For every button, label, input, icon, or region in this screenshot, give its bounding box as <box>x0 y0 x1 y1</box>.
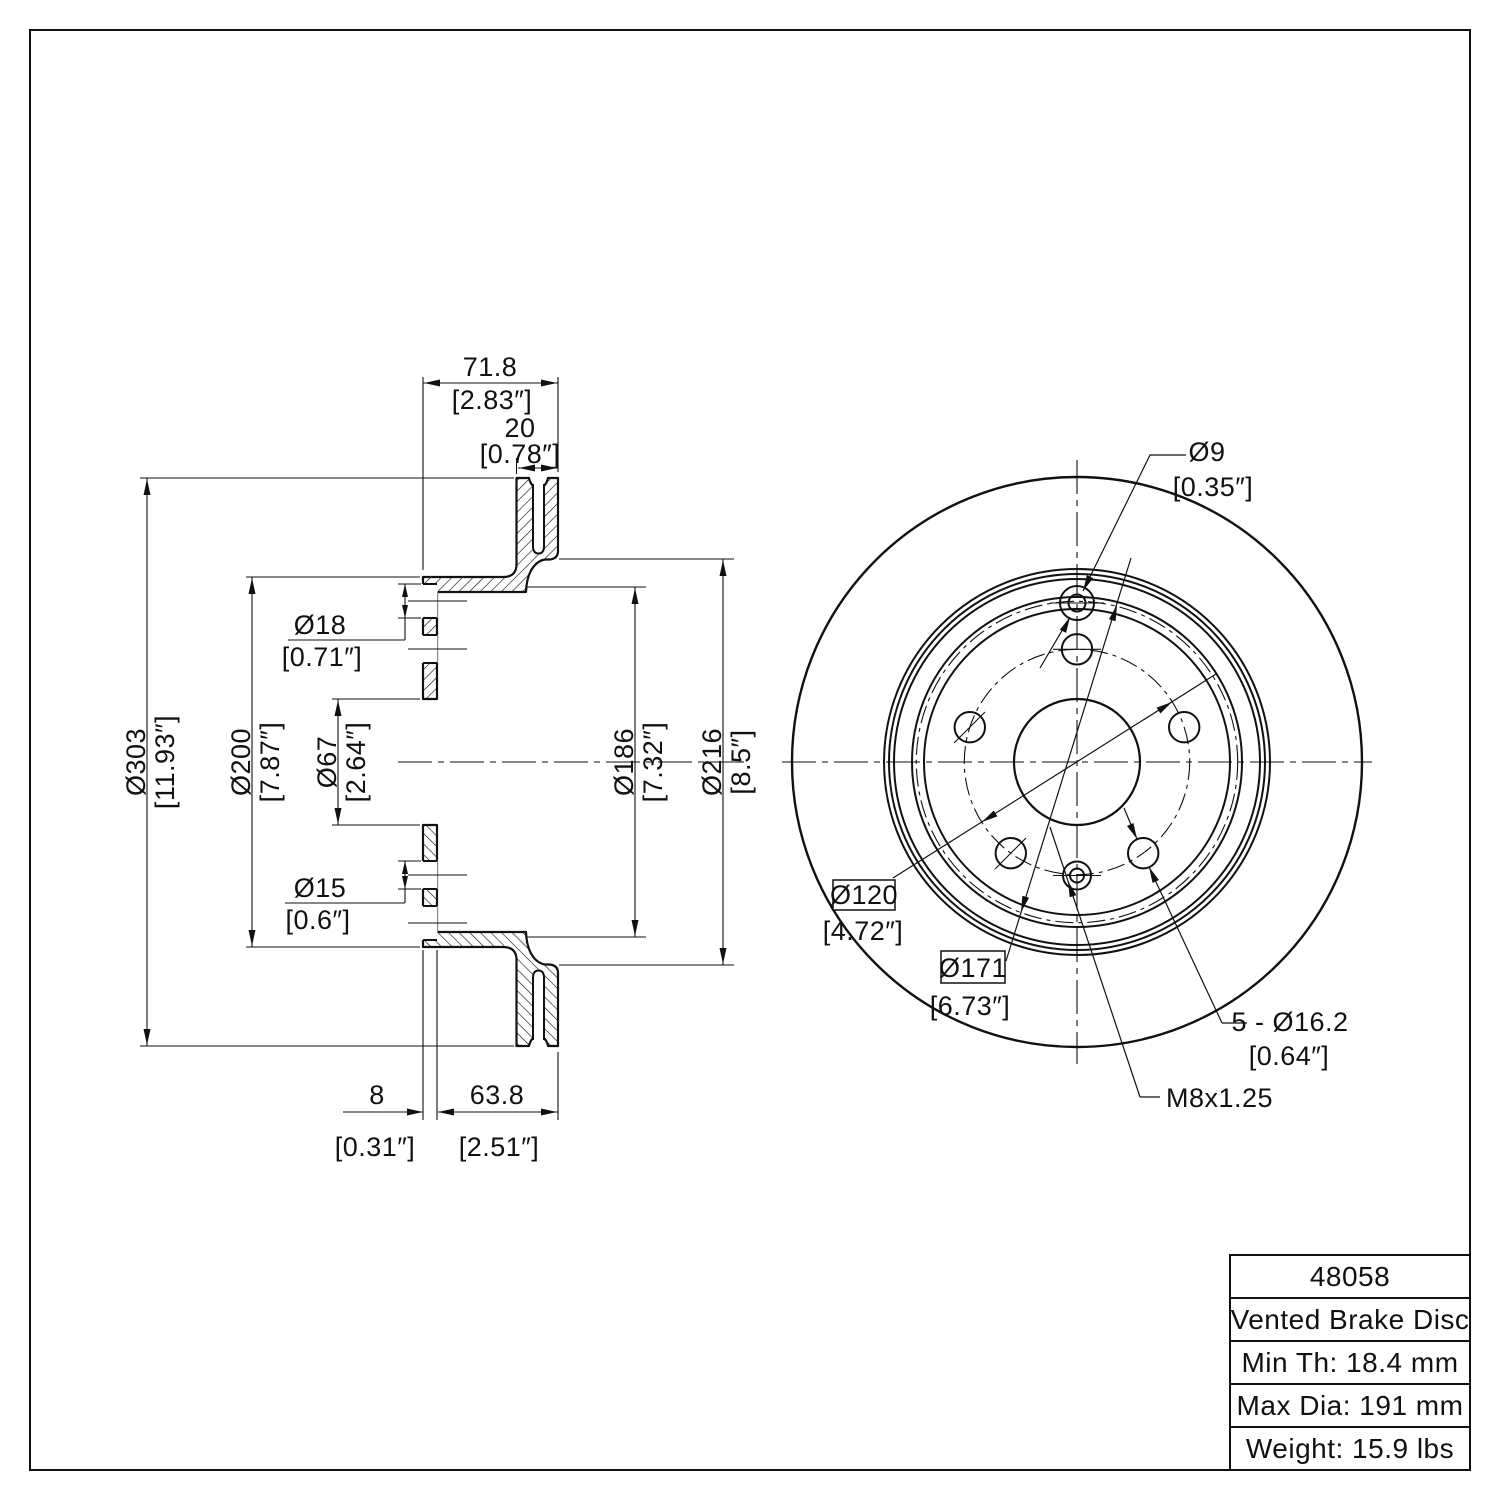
dim-overall-width-in: [2.83″] <box>452 385 533 415</box>
section-arrowheads <box>143 379 727 1116</box>
min-thickness: Min Th: 18.4 mm <box>1241 1347 1458 1378</box>
dim-thread-spec: M8x1.25 <box>1166 1083 1273 1113</box>
front-dimension-labels: Ø9 [0.35″] Ø120 [4.72″] Ø171 [6.73″] 5 -… <box>823 437 1348 1113</box>
dim-inner216-mm: Ø216 <box>697 728 727 796</box>
label-box-bolt-circle <box>832 879 896 911</box>
max-diameter: Max Dia: 191 mm <box>1237 1390 1464 1421</box>
dim-hole15-mm: Ø15 <box>294 873 347 903</box>
dim-hat-dia-mm: Ø200 <box>226 728 256 796</box>
dim-hat-depth-mm: 63.8 <box>470 1080 525 1110</box>
section-dimension-labels: 71.8 [2.83″] 20 [0.78″] Ø303 [11.93″] Ø2… <box>121 352 756 1162</box>
weight: Weight: 15.9 lbs <box>1246 1433 1454 1464</box>
dim-pilot-hole-in: [0.35″] <box>1173 472 1254 502</box>
dim-outer-dia-in: [11.93″] <box>150 715 180 809</box>
dim-pilot-circle-mm: Ø171 <box>939 953 1007 983</box>
sheet-border <box>29 29 1471 1471</box>
dim-outer-dia-mm: Ø303 <box>121 728 151 796</box>
front-view: Ø9 [0.35″] Ø120 [4.72″] Ø171 [6.73″] 5 -… <box>782 437 1372 1113</box>
dim-bolt-circle-mm: Ø120 <box>830 880 898 910</box>
lug-hole-centermarks <box>953 648 1101 870</box>
dim-hole15-in: [0.6″] <box>285 905 350 935</box>
dim-face-thickness-mm: 8 <box>369 1080 385 1110</box>
section-silhouette <box>421 476 560 701</box>
dim-lug-holes-in: [0.64″] <box>1249 1041 1330 1071</box>
dim-bore-dia-mm: Ø67 <box>312 736 342 789</box>
section-view: 71.8 [2.83″] 20 [0.78″] Ø303 [11.93″] Ø2… <box>121 352 756 1162</box>
section-extension-lines <box>140 377 734 1120</box>
product-name: Vented Brake Disc <box>1231 1304 1470 1335</box>
section-bottom-half <box>406 823 560 1048</box>
part-number: 48058 <box>1310 1261 1390 1292</box>
dim-hole18-mm: Ø18 <box>294 610 347 640</box>
front-arrowheads <box>982 575 1172 912</box>
dim-pilot-circle-in: [6.73″] <box>930 991 1011 1021</box>
vent-channel <box>532 484 545 555</box>
dim-hat-depth-in: [2.51″] <box>459 1132 540 1162</box>
dim-hole18-in: [0.71″] <box>282 642 363 672</box>
dim-bolt-circle-in: [4.72″] <box>823 916 904 946</box>
dim-inner186-mm: Ø186 <box>609 728 639 796</box>
dim-thickness-in: [0.78″] <box>480 439 561 469</box>
dim-lug-holes-mm: 5 - Ø16.2 <box>1231 1007 1348 1037</box>
dim-thickness-mm: 20 <box>504 413 535 443</box>
dim-pilot-hole-mm: Ø9 <box>1188 437 1225 467</box>
dim-bore-dia-in: [2.64″] <box>341 722 371 803</box>
dim-inner216-in: [8.5″] <box>726 729 756 794</box>
dim-overall-width-mm: 71.8 <box>463 352 518 382</box>
label-box-pilot-circle <box>940 950 1006 984</box>
dim-face-thickness-in: [0.31″] <box>335 1132 416 1162</box>
dim-inner186-in: [7.32″] <box>638 722 668 803</box>
section-top-half <box>408 476 560 701</box>
dim-hat-dia-in: [7.87″] <box>255 722 285 803</box>
title-block: 48058 Vented Brake Disc Min Th: 18.4 mm … <box>1229 1254 1471 1471</box>
